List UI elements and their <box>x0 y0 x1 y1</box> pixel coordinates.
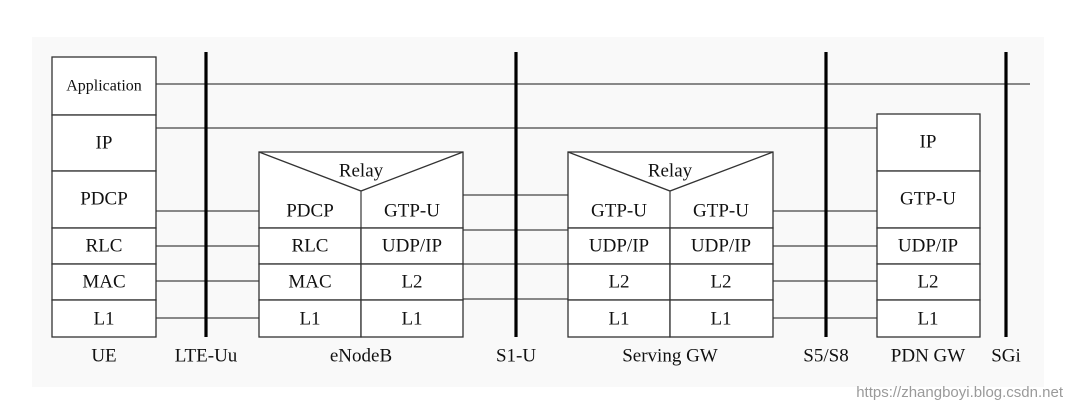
enodeb-layer-udpip: UDP/IP <box>382 236 442 257</box>
interface-bars <box>204 52 1008 337</box>
pgw-ip-box <box>876 113 981 172</box>
enodeb-l1-right-box <box>360 299 464 338</box>
sgw-udpip-left-box <box>567 227 671 265</box>
sgw-layer-l1-left: L1 <box>608 309 629 330</box>
figure-panel <box>32 37 1044 387</box>
ue-layer-pdcp: PDCP <box>80 189 128 210</box>
interface-s5-s8: S5/S8 <box>803 346 848 367</box>
enodeb-layer-l1-right: L1 <box>401 309 422 330</box>
sgw-layer-udpip-left: UDP/IP <box>589 236 649 257</box>
ue-layer-application: Application <box>66 78 142 95</box>
enodeb-layer-gtpu: GTP-U <box>384 201 440 222</box>
interface-sgi: SGi <box>991 346 1021 367</box>
sgw-layer-udpip-right: UDP/IP <box>691 236 751 257</box>
ue-application-box <box>51 56 157 116</box>
pgw-layer-ip: IP <box>920 132 937 153</box>
pgw-gtpu-box <box>876 170 981 229</box>
enodeb-layer-l2: L2 <box>401 272 422 293</box>
pdn-gw-name: PDN GW <box>891 346 965 367</box>
sgw-l1-right-box <box>669 299 774 338</box>
enodeb-stack: Relay PDCP GTP-U RLC UDP/IP MAC L2 L1 L1 <box>258 151 464 338</box>
enodeb-l2-box <box>360 263 464 301</box>
pgw-l1-box <box>876 299 981 338</box>
enodeb-name: eNodeB <box>330 346 392 367</box>
ue-rlc-box <box>51 227 157 265</box>
enodeb-mac-box <box>258 263 362 301</box>
sgw-layer-gtpu-right: GTP-U <box>693 201 749 222</box>
enodeb-l1-left-box <box>258 299 362 338</box>
enodeb-layer-mac: MAC <box>288 272 331 293</box>
sgw-l1-left-box <box>567 299 671 338</box>
pgw-layer-l1: L1 <box>917 309 938 330</box>
pgw-layer-l2: L2 <box>917 272 938 293</box>
ue-layer-rlc: RLC <box>86 236 123 257</box>
pgw-udpip-box <box>876 227 981 265</box>
enodeb-layer-l1-left: L1 <box>299 309 320 330</box>
ue-name: UE <box>91 346 116 367</box>
ue-pdcp-box <box>51 170 157 229</box>
enodeb-udpip-box <box>360 227 464 265</box>
pdn-gw-stack: IP GTP-U UDP/IP L2 L1 <box>876 113 981 338</box>
sgw-udpip-right-box <box>669 227 774 265</box>
pgw-layer-gtpu: GTP-U <box>900 189 956 210</box>
ue-stack: Application IP PDCP RLC MAC L1 <box>51 56 157 338</box>
enodeb-layer-rlc: RLC <box>292 236 329 257</box>
ue-l1-box <box>51 299 157 338</box>
serving-gw-stack: Relay GTP-U GTP-U UDP/IP UDP/IP L2 L2 L1… <box>567 151 774 338</box>
ue-ip-box <box>51 114 157 172</box>
sgw-layer-l1-right: L1 <box>710 309 731 330</box>
pgw-l2-box <box>876 263 981 301</box>
ue-mac-box <box>51 263 157 301</box>
ue-layer-ip: IP <box>96 133 113 154</box>
sgw-layer-l2-right: L2 <box>710 272 731 293</box>
sgw-l2-left-box <box>567 263 671 301</box>
sgw-layer-l2-left: L2 <box>608 272 629 293</box>
enodeb-layer-pdcp: PDCP <box>286 201 334 222</box>
sgw-layer-gtpu-left: GTP-U <box>591 201 647 222</box>
interface-lte-uu: LTE-Uu <box>175 346 238 367</box>
serving-gw-name: Serving GW <box>622 346 718 367</box>
sgw-relay-label: Relay <box>648 161 693 182</box>
watermark-url: https://zhangboyi.blog.csdn.net <box>856 384 1063 401</box>
enodeb-relay-label: Relay <box>339 161 384 182</box>
ue-layer-mac: MAC <box>82 272 125 293</box>
bottom-labels: UE LTE-Uu eNodeB S1-U Serving GW S5/S8 P… <box>91 346 1020 367</box>
interface-s1-u: S1-U <box>496 346 536 367</box>
ue-layer-l1: L1 <box>93 309 114 330</box>
pgw-layer-udpip: UDP/IP <box>898 236 958 257</box>
